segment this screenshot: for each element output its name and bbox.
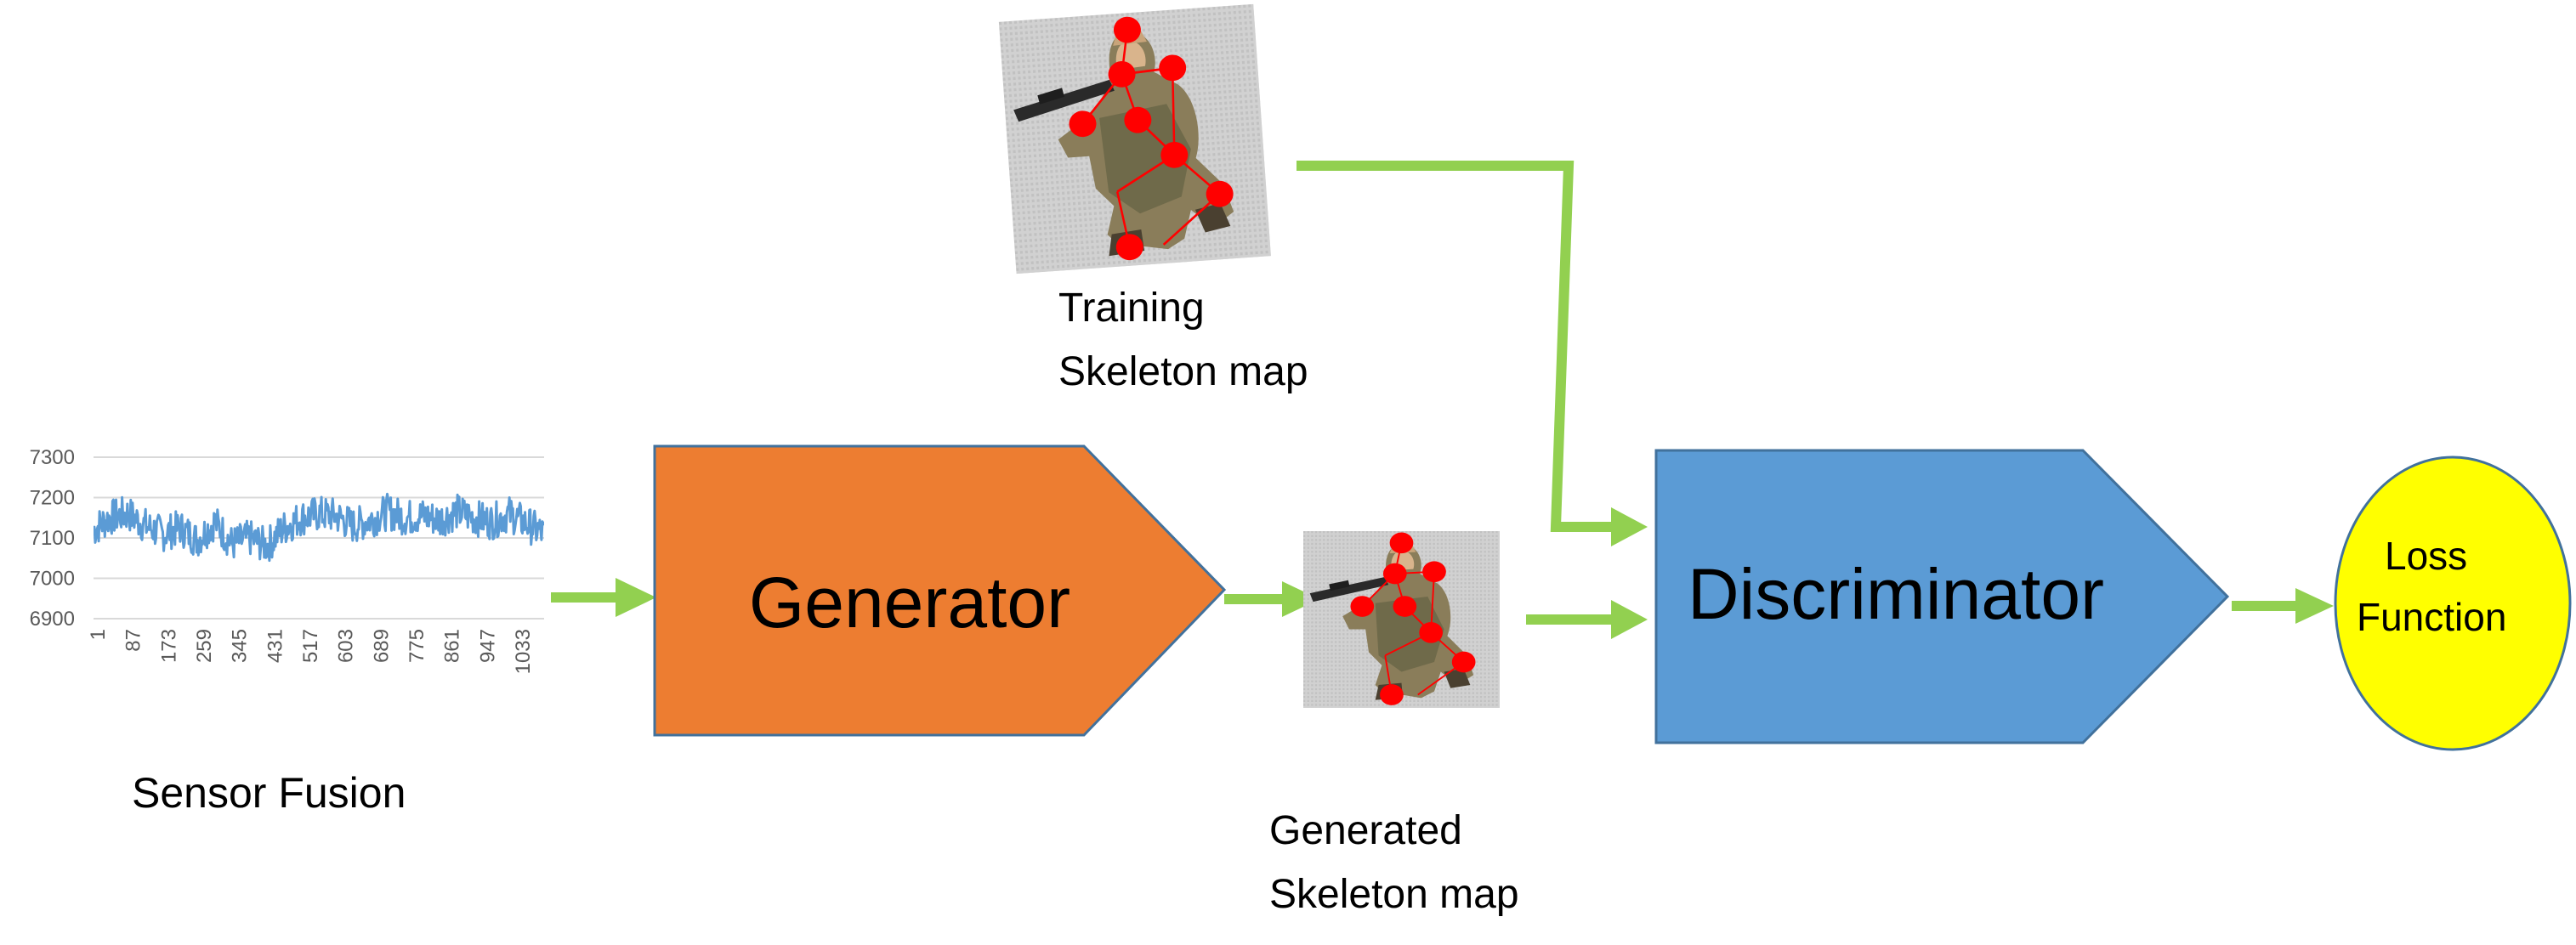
chart-x-tick-label: 775	[406, 629, 428, 663]
sensor-fusion-label: Sensor Fusion	[132, 769, 406, 817]
chart-x-tick-label: 431	[264, 629, 287, 663]
chart-y-tick-label: 7200	[30, 487, 75, 510]
chart-x-tick-label: 517	[299, 629, 322, 663]
generated-label-line1: Generated	[1269, 808, 1462, 853]
chart-x-tick-label: 173	[157, 629, 180, 663]
chart-y-tick-label: 7000	[30, 568, 75, 591]
chart-x-tick-label: 1033	[512, 629, 535, 674]
flow-arrows	[551, 161, 2334, 639]
arrow-training-skeleton-to-discriminator	[1297, 161, 1648, 546]
chart-x-tick-label: 87	[122, 629, 145, 652]
chart-y-tick-label: 7300	[30, 446, 75, 469]
loss-label-line2: Function	[2357, 595, 2506, 639]
arrow-generator-to-generated-skeleton	[1224, 581, 1319, 617]
chart-x-tick-label: 1	[87, 629, 110, 640]
discriminator-label: Discriminator	[1688, 554, 2104, 634]
generator-label: Generator	[749, 563, 1070, 642]
training-label-line2: Skeleton map	[1058, 349, 1308, 394]
training-skeleton-joints	[1069, 16, 1234, 261]
generator-block: Generator	[653, 444, 1227, 737]
chart-x-tick-label: 689	[370, 629, 393, 663]
sensor-fusion-chart: 7300 7200 7100 7000 6900 1 87 173 259 345 431 517 6…	[30, 446, 544, 674]
chart-y-tick-label: 6900	[30, 608, 75, 631]
loss-label-line1: Loss	[2385, 534, 2467, 578]
arrow-generated-skeleton-to-discriminator	[1526, 600, 1648, 639]
generated-skeleton-image	[1302, 530, 1501, 709]
loss-function-shape	[2334, 456, 2572, 751]
arrow-chart-to-generator	[551, 578, 656, 617]
chart-x-tick-label: 603	[335, 629, 358, 663]
arrow-discriminator-to-loss	[2232, 588, 2334, 624]
loss-function-block: Loss Function	[2334, 456, 2572, 751]
generated-label-line2: Skeleton map	[1269, 872, 1519, 917]
training-label-line1: Training	[1058, 286, 1205, 331]
chart-y-tick-labels: 7300 7200 7100 7000 6900	[30, 446, 75, 631]
chart-x-tick-label: 947	[476, 629, 499, 663]
chart-gridlines	[94, 456, 544, 620]
chart-x-tick-labels: 1 87 173 259 345 431 517 603 689 775 861 947 1033	[87, 629, 535, 674]
chart-x-tick-label: 345	[229, 629, 252, 663]
generated-skeleton-joints	[1350, 532, 1476, 705]
chart-y-tick-label: 7100	[30, 527, 75, 550]
generator-shape	[653, 444, 1227, 737]
training-skeleton-image	[997, 3, 1273, 275]
sensor-signal-line	[94, 492, 544, 563]
discriminator-block: Discriminator	[1654, 449, 2230, 744]
chart-x-tick-label: 861	[441, 629, 464, 663]
discriminator-shape	[1654, 449, 2230, 744]
chart-x-tick-label: 259	[193, 629, 216, 663]
